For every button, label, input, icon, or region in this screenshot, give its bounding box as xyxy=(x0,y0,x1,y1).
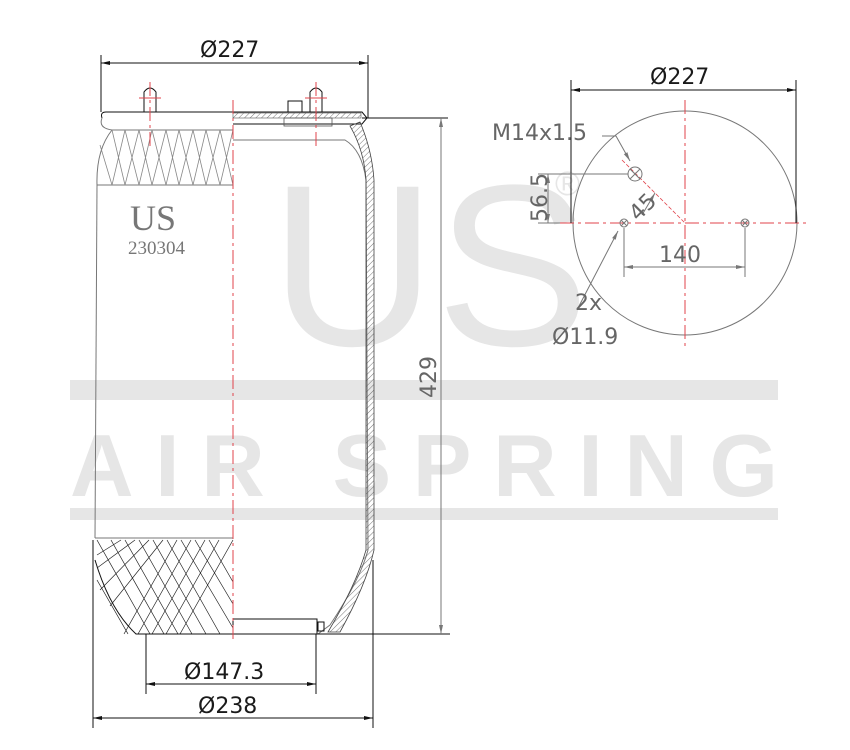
mesh-upper xyxy=(99,129,234,186)
watermark-logo: US xyxy=(270,137,590,394)
bellows-lower-profile xyxy=(94,559,233,635)
thread-label: M14x1.5 xyxy=(492,121,587,146)
dim-bolt-spacing: 140 xyxy=(659,243,701,268)
mesh-lower xyxy=(96,539,234,635)
part-number: 230304 xyxy=(128,238,186,259)
stud-hole-left xyxy=(619,218,629,228)
brand-label: US xyxy=(130,198,176,238)
piston-base xyxy=(232,618,318,635)
stud-hole-right xyxy=(740,218,750,228)
top-plate-outline xyxy=(101,111,368,125)
dim-top-diameter: Ø227 xyxy=(200,38,259,63)
top-plate-section xyxy=(232,112,362,119)
side-view: US 230304 Ø227 429 Ø147.3 xyxy=(92,38,450,728)
air-fitting xyxy=(287,100,303,113)
hole-count: 2x xyxy=(575,291,602,316)
watermark: US ® AIR SPRING xyxy=(70,137,778,520)
bellows-left-wall xyxy=(94,184,98,539)
bellows-wall-section xyxy=(327,121,375,633)
hole-diameter: Ø11.9 xyxy=(552,325,618,350)
dim-height: 429 xyxy=(417,356,442,398)
dim-plate-diameter: Ø227 xyxy=(650,65,709,90)
dim-piston-diameter: Ø147.3 xyxy=(184,660,264,685)
watermark-tagline: AIR SPRING xyxy=(70,416,778,515)
dim-offset: 56.5 xyxy=(528,173,553,222)
watermark-bar-top xyxy=(70,380,778,400)
dim-max-diameter: Ø238 xyxy=(198,694,257,719)
watermark-bar-bottom xyxy=(70,508,778,520)
top-plate-bead xyxy=(100,117,233,131)
